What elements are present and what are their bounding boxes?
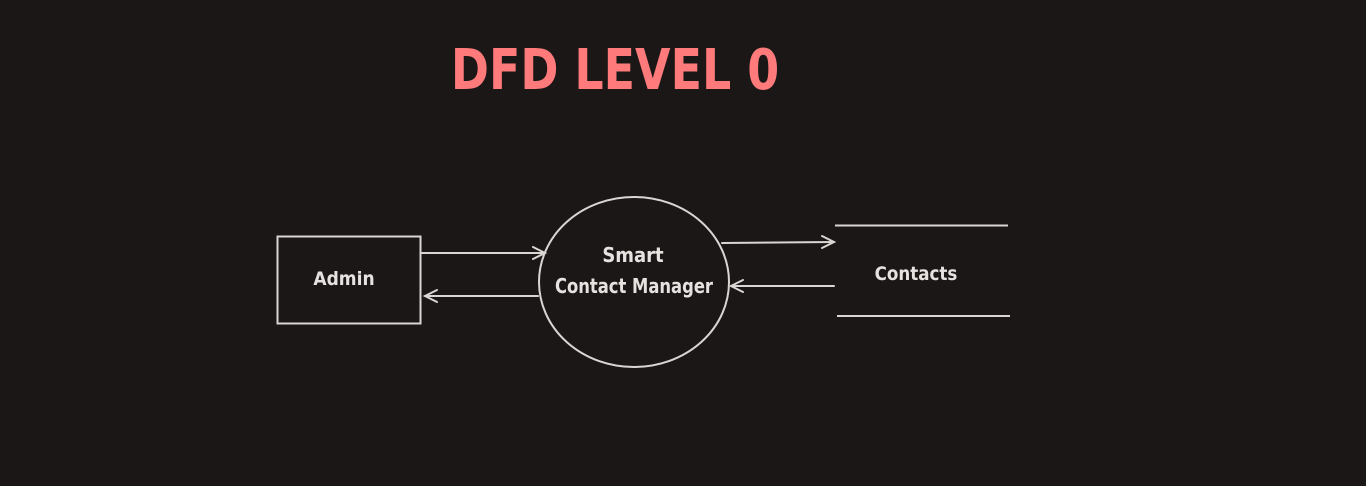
process-circle	[538, 196, 730, 368]
admin-entity[interactable]: Admin	[276, 235, 422, 325]
flow-contacts-to-process	[728, 279, 835, 293]
admin-entity-box	[276, 235, 422, 325]
arrowhead-icon	[821, 235, 837, 249]
flow-process-to-admin	[422, 289, 539, 303]
diagram-title: DFD LEVEL 0	[450, 38, 780, 103]
flow-admin-to-process	[420, 246, 548, 260]
arrowhead-icon	[532, 246, 548, 260]
contacts-datastore[interactable]: Contacts	[835, 224, 1010, 317]
flow-process-to-contacts	[721, 235, 837, 249]
process-label-line2: Contact Manager	[555, 276, 713, 299]
arrowhead-icon	[422, 289, 438, 303]
process-label-line1: Smart	[602, 244, 663, 267]
smart-contact-manager-process[interactable]: Smart Contact Manager	[538, 196, 730, 368]
admin-entity-label: Admin	[313, 268, 374, 290]
arrowhead-icon	[728, 279, 744, 293]
flow-line	[721, 241, 835, 244]
datastore-label: Contacts	[875, 263, 958, 285]
